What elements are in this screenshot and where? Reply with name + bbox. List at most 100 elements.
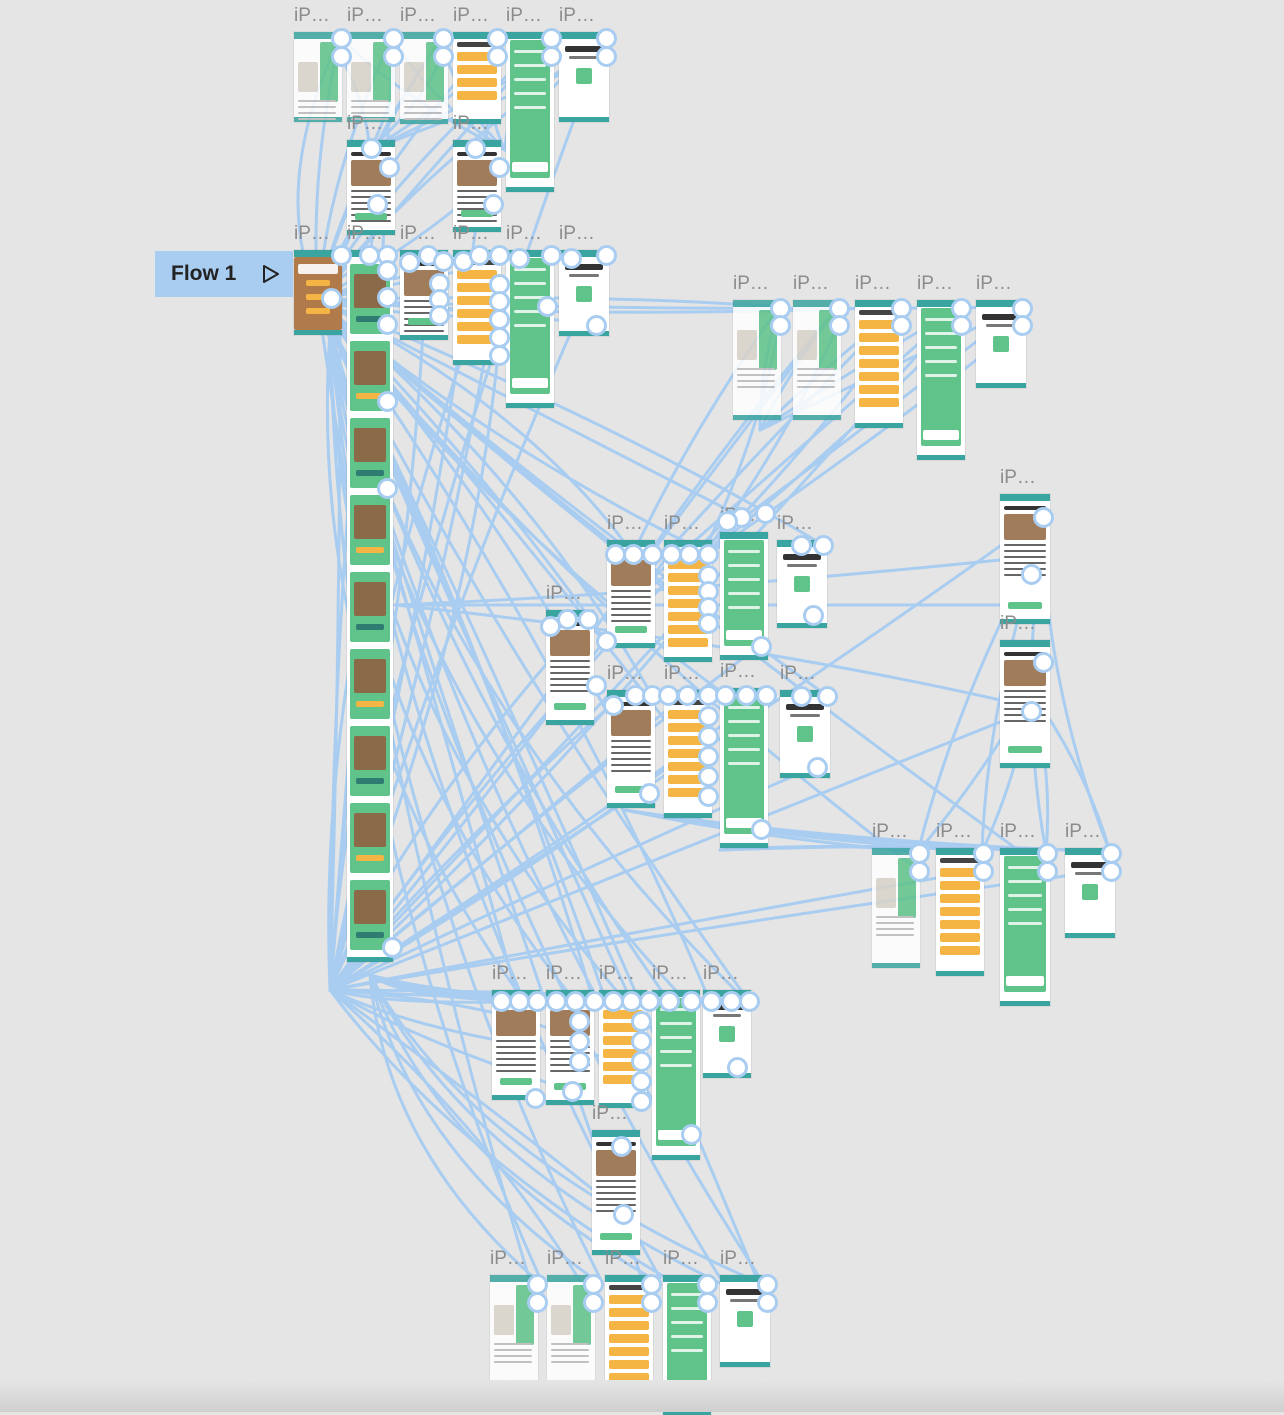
frame-label[interactable]: iP… <box>664 664 700 683</box>
connection-handle[interactable] <box>596 245 617 266</box>
connection-handle[interactable] <box>631 1031 652 1052</box>
frame-label[interactable]: iP… <box>652 964 688 983</box>
connection-handle[interactable] <box>1033 652 1054 673</box>
connection-handle[interactable] <box>641 1292 662 1313</box>
frame-label[interactable]: iP… <box>1000 468 1036 487</box>
connection-handle[interactable] <box>1021 564 1042 585</box>
connection-handle[interactable] <box>562 1081 583 1102</box>
connection-handle[interactable] <box>583 1292 604 1313</box>
connection-handle[interactable] <box>613 1204 634 1225</box>
connection-handle[interactable] <box>569 1031 590 1052</box>
connection-handle[interactable] <box>1101 861 1122 882</box>
connection-handle[interactable] <box>377 314 398 335</box>
connection-handle[interactable] <box>681 1124 702 1145</box>
connection-handle[interactable] <box>537 296 558 317</box>
connection-handle[interactable] <box>525 1088 546 1109</box>
frame-label[interactable]: iP… <box>347 224 383 243</box>
frame-label[interactable]: iP… <box>855 274 891 293</box>
frame-label[interactable]: iP… <box>793 274 829 293</box>
connection-handle[interactable] <box>757 1292 778 1313</box>
connection-handle[interactable] <box>1012 315 1033 336</box>
connection-handle[interactable] <box>736 685 757 706</box>
connection-handle[interactable] <box>465 138 486 159</box>
connection-handle[interactable] <box>546 991 567 1012</box>
connection-handle[interactable] <box>807 757 828 778</box>
frame-label[interactable]: iP… <box>780 664 816 683</box>
connection-handle[interactable] <box>527 991 548 1012</box>
connection-handle[interactable] <box>382 937 403 958</box>
frame-label[interactable]: iP… <box>607 514 643 533</box>
connection-handle[interactable] <box>611 1136 632 1157</box>
frame-label[interactable]: iP… <box>506 224 542 243</box>
connection-handle[interactable] <box>698 786 719 807</box>
connection-handle[interactable] <box>578 609 599 630</box>
frame-label[interactable]: iP… <box>599 964 635 983</box>
frame-label[interactable]: iP… <box>1065 822 1101 841</box>
frame-label[interactable]: iP… <box>605 1249 641 1268</box>
connection-handle[interactable] <box>383 46 404 67</box>
connection-handle[interactable] <box>631 1011 652 1032</box>
connection-handle[interactable] <box>717 511 738 532</box>
connection-handle[interactable] <box>973 861 994 882</box>
connection-handle[interactable] <box>715 685 736 706</box>
connection-handle[interactable] <box>527 1292 548 1313</box>
connection-handle[interactable] <box>698 746 719 767</box>
frame-label[interactable]: iP… <box>294 224 330 243</box>
frame-label[interactable]: iP… <box>1000 822 1036 841</box>
connection-handle[interactable] <box>483 194 504 215</box>
frame-label[interactable]: iP… <box>936 822 972 841</box>
connection-handle[interactable] <box>751 819 772 840</box>
connection-handle[interactable] <box>698 726 719 747</box>
connection-handle[interactable] <box>509 248 530 269</box>
connection-handle[interactable] <box>367 194 388 215</box>
connection-handle[interactable] <box>489 157 510 178</box>
connection-handle[interactable] <box>817 686 838 707</box>
connection-handle[interactable] <box>586 675 607 696</box>
connection-handle[interactable] <box>739 991 760 1012</box>
connection-handle[interactable] <box>429 305 450 326</box>
connection-handle[interactable] <box>331 46 352 67</box>
connection-handle[interactable] <box>331 245 352 266</box>
connection-handle[interactable] <box>399 252 420 273</box>
connection-handle[interactable] <box>377 287 398 308</box>
play-triangle-icon[interactable] <box>259 263 281 285</box>
connection-handle[interactable] <box>698 544 719 565</box>
connection-handle[interactable] <box>639 991 660 1012</box>
frame-label[interactable]: iP… <box>607 664 643 683</box>
frame-label[interactable]: iP… <box>547 1249 583 1268</box>
frame-label[interactable]: iP… <box>294 6 330 25</box>
connection-handle[interactable] <box>829 315 850 336</box>
frame-label[interactable]: iP… <box>559 224 595 243</box>
frame-label[interactable]: iP… <box>777 514 813 533</box>
connection-handle[interactable] <box>565 991 586 1012</box>
connection-handle[interactable] <box>596 46 617 67</box>
frame-label[interactable]: iP… <box>546 964 582 983</box>
frame-label[interactable]: iP… <box>1000 614 1036 633</box>
connection-handle[interactable] <box>596 631 617 652</box>
connection-handle[interactable] <box>791 535 812 556</box>
connection-handle[interactable] <box>631 1051 652 1072</box>
connection-handle[interactable] <box>697 1292 718 1313</box>
connection-handle[interactable] <box>603 695 624 716</box>
connection-handle[interactable] <box>586 315 607 336</box>
connection-handle[interactable] <box>698 706 719 727</box>
connection-handle[interactable] <box>698 766 719 787</box>
frame-label[interactable]: iP… <box>400 6 436 25</box>
connection-handle[interactable] <box>681 991 702 1012</box>
connection-handle[interactable] <box>541 245 562 266</box>
connection-handle[interactable] <box>569 1011 590 1032</box>
connection-handle[interactable] <box>433 251 454 272</box>
screen-frame[interactable] <box>347 250 393 962</box>
connection-handle[interactable] <box>791 686 812 707</box>
frame-label[interactable]: iP… <box>720 662 756 681</box>
connection-handle[interactable] <box>433 46 454 67</box>
connection-handle[interactable] <box>379 157 400 178</box>
connection-handle[interactable] <box>658 685 679 706</box>
frame-label[interactable]: iP… <box>592 1104 628 1123</box>
connection-handle[interactable] <box>639 783 660 804</box>
connection-handle[interactable] <box>541 46 562 67</box>
connection-handle[interactable] <box>755 503 776 524</box>
connection-handle[interactable] <box>561 248 582 269</box>
connection-handle[interactable] <box>756 685 777 706</box>
